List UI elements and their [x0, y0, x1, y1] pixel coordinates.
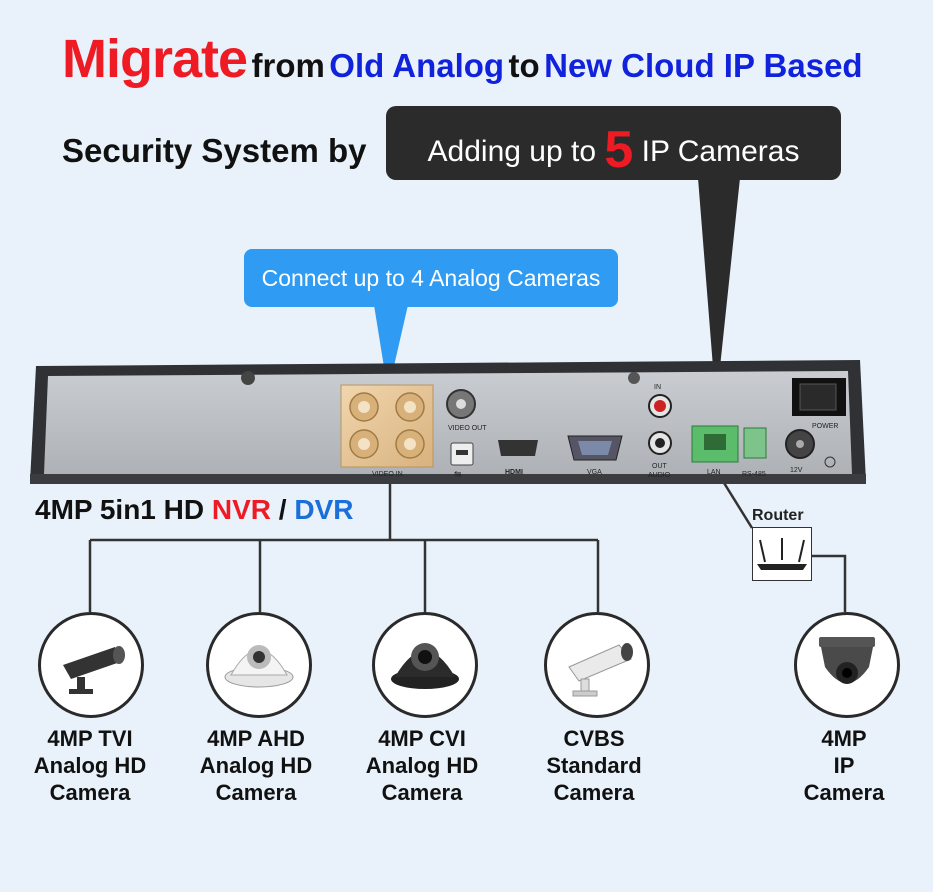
svg-text:LAN: LAN	[707, 469, 721, 476]
svg-text:AUDIO: AUDIO	[648, 472, 671, 479]
ip-callout-number: 5	[604, 121, 634, 179]
tvi-camera-circle	[38, 612, 144, 718]
ip-callout-prefix: Adding up to	[427, 135, 597, 168]
video-out-label: VIDEO OUT	[448, 425, 487, 432]
bullet-camera-icon	[63, 646, 125, 694]
headline-new-cloud: New Cloud IP Based	[544, 47, 863, 84]
ip-dome-camera-icon	[819, 637, 875, 684]
dome-camera-white-icon	[224, 645, 294, 688]
hdmi-port: HDMI	[498, 440, 538, 476]
video-out-port: VIDEO OUT	[446, 389, 487, 432]
lan-port: LAN	[691, 425, 739, 476]
cvi-camera-circle	[372, 612, 478, 718]
cvbs-camera-circle	[544, 612, 650, 718]
vga-port: VGA	[567, 435, 623, 476]
router-label: Router	[752, 507, 804, 524]
router-icon	[757, 538, 807, 570]
usb-icon: ⇋	[454, 469, 462, 479]
dome-camera-black-icon	[391, 643, 459, 689]
bullet-camera-white-icon	[568, 643, 633, 697]
router-box	[752, 527, 812, 581]
svg-text:12V: 12V	[790, 467, 803, 474]
device-title-dvr: DVR	[294, 494, 354, 525]
analog-callout-text: Connect up to 4 Analog Cameras	[261, 265, 601, 291]
power-jack: 12V	[785, 429, 815, 474]
device-title-nvr: NVR	[211, 494, 271, 525]
headline-migrate: Migrate	[62, 29, 248, 89]
audio-ports: IN OUT AUDIO	[648, 384, 672, 479]
svg-text:VGA: VGA	[587, 469, 602, 476]
device-title-sep: /	[278, 494, 287, 525]
svg-text:IN: IN	[654, 384, 661, 391]
ip-callout-suffix: IP Cameras	[641, 135, 800, 168]
device-title: 4MP 5in1 HD NVR / DVR	[35, 494, 353, 526]
svg-text:RS-485: RS-485	[742, 471, 766, 478]
camera-label-tvi: 4MP TVI Analog HD Camera	[33, 726, 147, 805]
video-in-label: VIDEO IN	[372, 471, 403, 478]
camera-label-ahd: 4MP AHD Analog HD Camera	[199, 726, 313, 805]
headline-old-analog: Old Analog	[329, 47, 505, 84]
analog-cameras-callout: Connect up to 4 Analog Cameras	[244, 249, 618, 307]
svg-text:HDMI: HDMI	[505, 469, 523, 476]
ip-cameras-callout: Adding up to 5 IP Cameras	[386, 106, 841, 180]
power-switch: POWER	[792, 378, 846, 430]
camera-label-cvi: 4MP CVI Analog HD Camera	[365, 726, 479, 805]
headline-from: from	[251, 47, 325, 84]
svg-text:OUT: OUT	[652, 463, 668, 470]
ahd-camera-circle	[206, 612, 312, 718]
camera-label-cvbs: CVBS Standard Camera	[546, 726, 642, 805]
device-title-prefix: 4MP 5in1 HD	[35, 494, 205, 525]
ip-camera-circle	[794, 612, 900, 718]
headline: Migrate from Old Analog to New Cloud IP …	[62, 28, 863, 90]
camera-label-ip: 4MP IP Camera	[803, 726, 885, 805]
svg-text:POWER: POWER	[812, 423, 838, 430]
video-in-block: VIDEO IN	[340, 384, 434, 478]
rs485-port: RS-485	[742, 427, 767, 478]
subheadline: Security System by	[62, 132, 367, 169]
headline-to: to	[508, 47, 540, 84]
